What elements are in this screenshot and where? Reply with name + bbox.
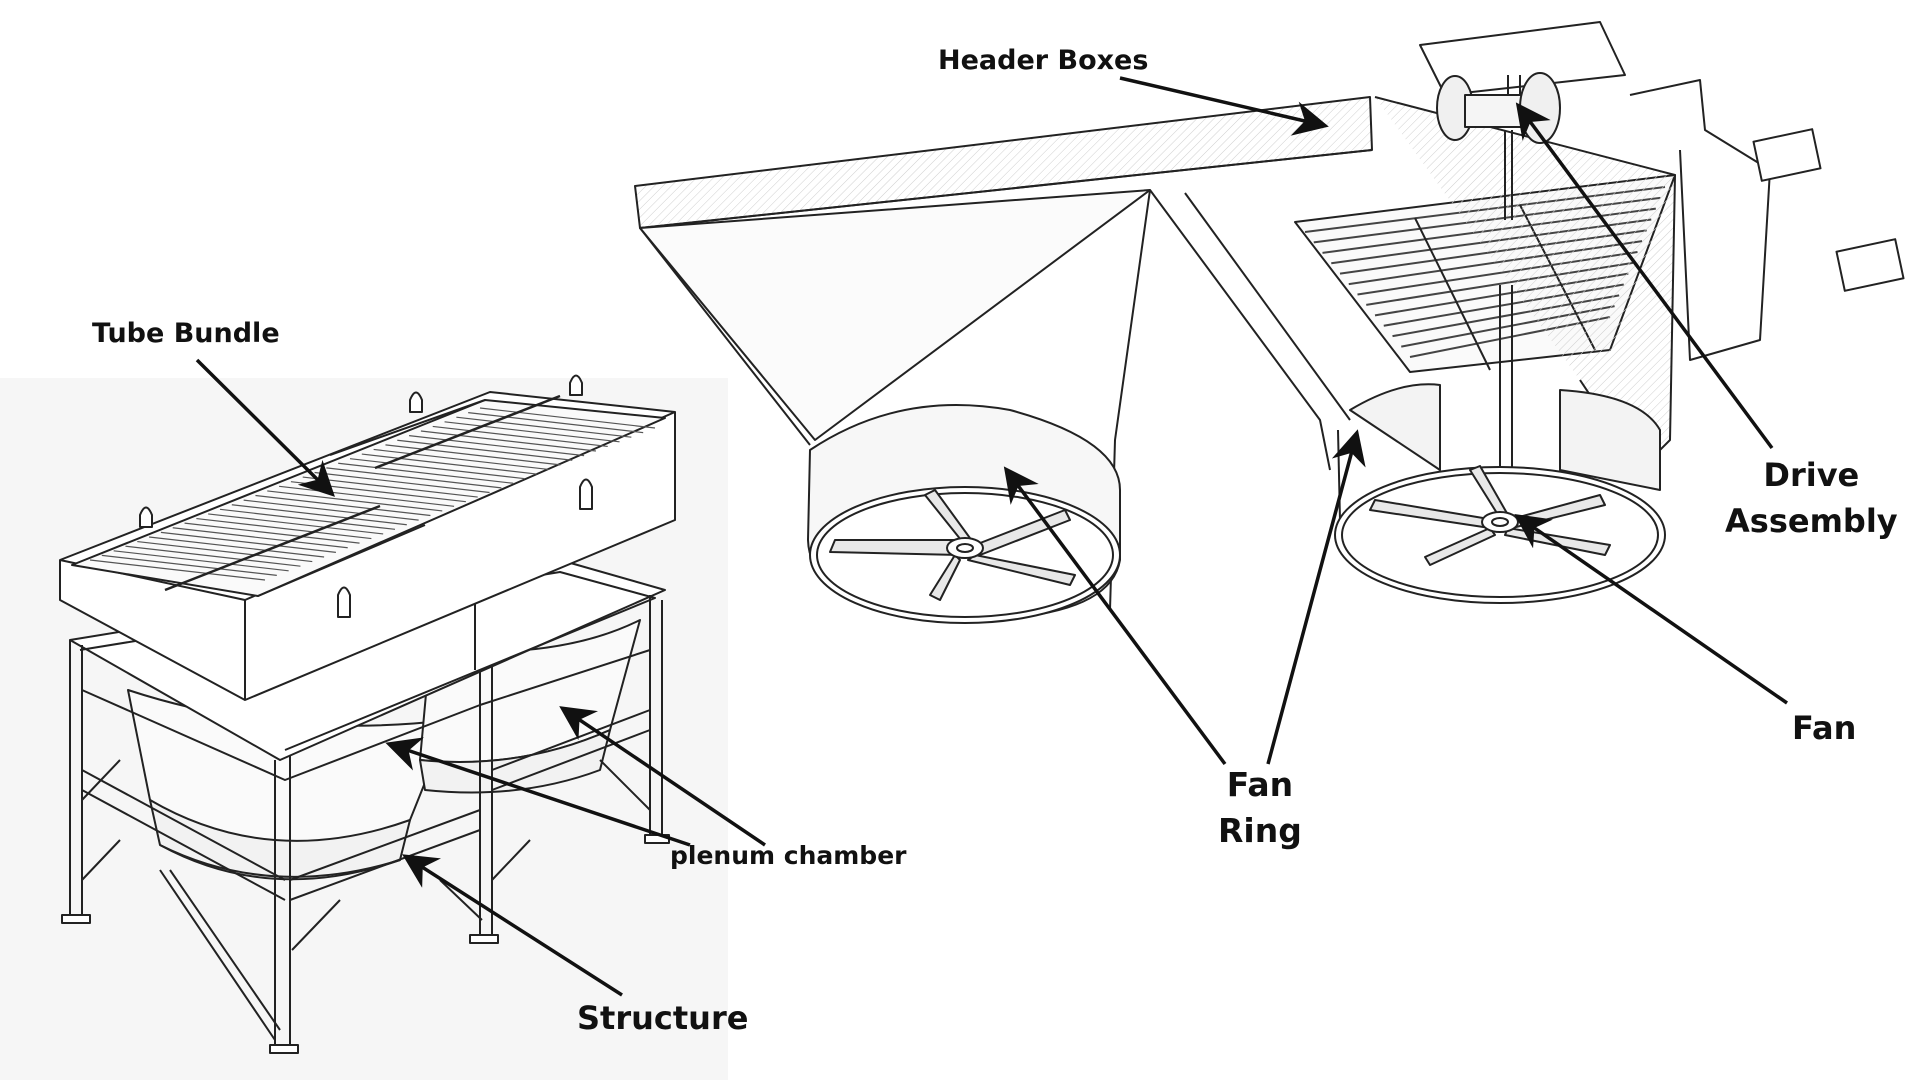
tube-line	[409, 435, 585, 457]
tube-line	[397, 439, 573, 461]
tube-line	[468, 412, 644, 434]
tube-line	[208, 513, 384, 535]
arrow-plenum-right	[559, 706, 766, 847]
arrow-fan	[1514, 514, 1788, 705]
tube-line	[326, 467, 502, 489]
tube-line	[456, 416, 632, 438]
tube-line	[89, 559, 266, 581]
arrow-structure	[402, 854, 623, 997]
leg-front-left	[69, 640, 83, 920]
label-drive-assembly: Drive Assembly	[1725, 452, 1898, 544]
tube-line	[101, 554, 277, 576]
tube-line	[149, 536, 325, 558]
label-fan: Fan	[1792, 709, 1857, 747]
arrow-drive-assembly	[1515, 102, 1774, 450]
label-fan-ring: Fan Ring	[1218, 762, 1302, 854]
tube-line	[432, 425, 608, 448]
tube-line	[184, 522, 360, 544]
tube-line	[113, 550, 289, 572]
arrow-tube-bundle	[195, 358, 335, 497]
tube-line	[373, 448, 549, 471]
left-structure-drawing	[59, 374, 676, 1054]
tube-line	[267, 490, 443, 512]
tube-line	[172, 527, 348, 549]
tube-line	[231, 504, 407, 526]
tube-line	[160, 531, 336, 553]
leg-front-mid	[274, 755, 291, 1050]
tube-line	[444, 421, 620, 443]
tube-line	[385, 444, 561, 466]
arrow-fan-ring-to-ring	[1266, 429, 1366, 765]
right-fan-assembly-drawing	[634, 21, 1905, 624]
arrow-fan-ring-to-fan	[1003, 466, 1227, 766]
fan-ring-left	[807, 404, 1121, 624]
leg-back-right	[649, 595, 663, 840]
tube-line	[349, 458, 526, 480]
tube-line	[196, 517, 372, 540]
label-fan-ring-line1: Fan	[1226, 765, 1294, 804]
label-plenum-chamber: plenum chamber	[670, 841, 907, 870]
tube-line	[338, 462, 514, 484]
label-drive-assembly-line1: Drive	[1763, 456, 1860, 494]
tube-line	[137, 540, 313, 563]
callout-arrows	[195, 76, 1788, 997]
tube-line	[420, 430, 596, 452]
tube-bundle	[59, 374, 676, 701]
arrow-header-boxes	[1119, 76, 1329, 136]
label-header-boxes: Header Boxes	[938, 45, 1149, 76]
label-tube-bundle: Tube Bundle	[92, 318, 280, 349]
fan-right	[1369, 465, 1611, 566]
tube-line	[243, 499, 419, 521]
tube-line	[219, 508, 396, 530]
tube-line	[314, 471, 490, 494]
tube-line	[361, 453, 537, 475]
label-fan-ring-line2: Ring	[1218, 811, 1302, 850]
label-structure: Structure	[577, 999, 749, 1037]
tube-line	[255, 494, 431, 517]
tube-line	[125, 545, 301, 567]
tube-line	[479, 407, 656, 429]
label-drive-assembly-line2: Assembly	[1725, 502, 1898, 540]
leg-back-mid	[479, 665, 493, 940]
fan-left	[829, 489, 1076, 601]
arrow-plenum-left	[385, 737, 691, 847]
